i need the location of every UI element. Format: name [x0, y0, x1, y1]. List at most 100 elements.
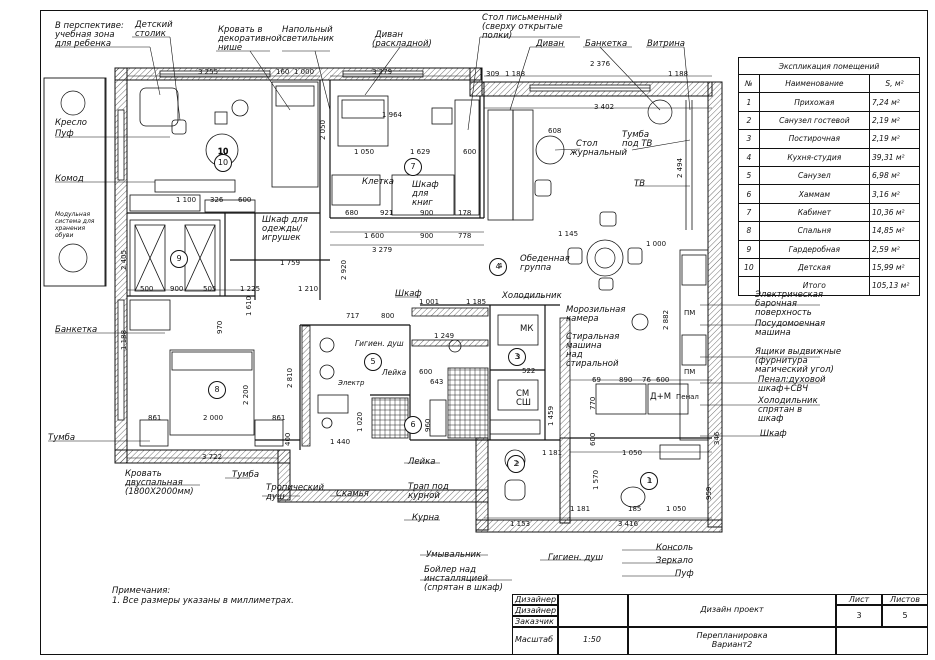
label-bench-left: Банкетка [55, 325, 98, 335]
svg-text:10: 10 [218, 147, 228, 156]
label-tv-stand-2: под ТВ [622, 139, 653, 149]
room-number: 10 [214, 154, 232, 172]
dimension: 900 [420, 209, 434, 217]
col-name-header: Наименование [758, 73, 871, 94]
explication-caption: Экспликация помещений [738, 57, 920, 75]
dimension: 1 225 [240, 285, 261, 293]
dimension: 861 [272, 414, 286, 422]
dimension-vertical: 2 494 [676, 157, 684, 178]
dimension: 680 [345, 209, 359, 217]
label-fridge-hidden-2: спрятан в [758, 405, 803, 415]
label-bed-double-3: (1800Х2000мм) [125, 487, 194, 497]
dimension: 600 [463, 148, 477, 156]
dimension: 643 [430, 378, 444, 386]
label-tropical-shower: Тропический [266, 483, 324, 493]
dimension: 1 [648, 477, 653, 485]
dimension: 600 [238, 196, 252, 204]
label-sh: СШ [516, 398, 532, 408]
dimension-vertical: 2 882 [662, 309, 670, 330]
scale-label: Масштаб [512, 627, 558, 655]
label-floor-lamp: Напольный [282, 25, 333, 35]
dimension: 309 [486, 70, 500, 78]
dimension: 1 145 [558, 230, 579, 238]
label-dining-group-2: группа [520, 263, 552, 273]
label-drawers-2: (фурнитура [755, 356, 808, 366]
label-bed-double-2: двуспальная [125, 478, 183, 488]
label-dm: Д+М [650, 392, 672, 402]
dimension: 160 [276, 68, 290, 76]
label-hyg-shower-bottom: Гигиен. душ [548, 553, 604, 563]
label-dishwasher-2: машина [755, 328, 791, 338]
customer-label: Заказчик [512, 616, 558, 627]
label-cage: Клетка [362, 177, 394, 187]
dimension: 3 402 [594, 103, 615, 111]
dimension-vertical: 2 920 [340, 259, 348, 280]
label-mw: ПМ [684, 309, 696, 317]
empty-cell [836, 627, 928, 655]
dimension-vertical: 770 [589, 396, 597, 410]
dimension-vertical: 1 459 [547, 405, 555, 426]
dimension: 1 000 [294, 68, 315, 76]
notes: Примечания: 1. Все размеры указаны в мил… [112, 586, 294, 606]
drawing-title-cell: Перепланировка Вариант2 [628, 627, 836, 655]
label-sink: Лейка [382, 368, 407, 377]
label-electric-bar-2: барочная [755, 299, 797, 309]
dimension: 1 181 [542, 449, 563, 457]
label-boiler-2: инсталляцией [424, 574, 488, 584]
label-penal: Пенал [676, 393, 699, 401]
label-bookcase-3: книг [412, 198, 433, 208]
dimension: 76 [642, 376, 651, 384]
label-shower-drain-2: курной [408, 491, 440, 501]
dimension: 505 [203, 285, 217, 293]
scale-value: 1:50 [558, 627, 628, 655]
dimension-vertical: 1 570 [592, 469, 600, 490]
label-sofa-fold-2: (раскладной) [372, 39, 432, 49]
label-nightstand: Тумба [232, 470, 260, 480]
room-number: 9 [170, 250, 188, 268]
label-bench-top: Банкетка [585, 39, 628, 49]
dimension: 3 255 [198, 68, 219, 76]
dimension: 3 279 [372, 68, 393, 76]
dimension: 500 [140, 285, 154, 293]
dimension: 1 050 [354, 148, 375, 156]
label-pouf-bottom: Пуф [675, 569, 694, 579]
label-washer-3: над [566, 350, 583, 360]
label-sofa-fold: Диван [375, 30, 403, 40]
label-mk: МК [520, 324, 534, 334]
label-electric-bar-3: поверхность [755, 308, 812, 318]
sheets-label: Листов [882, 594, 928, 605]
label-wardrobe-toys-2: одежды/ [262, 224, 302, 234]
label-bed-double: Кровать [125, 469, 162, 479]
dimension: 800 [381, 312, 395, 320]
label-perspective: В перспективе: [55, 21, 124, 31]
label-freezer: Морозильная [566, 305, 626, 315]
label-drawers: Ящики выдвижные [755, 347, 842, 357]
label-modular-2: система для [55, 218, 95, 225]
label-coffee-table: Стол [576, 139, 598, 149]
dimension: 890 [619, 376, 633, 384]
dimension: 1 001 [419, 298, 440, 306]
dimension: 1 188 [668, 70, 689, 78]
label-nightstand-left: Тумба [48, 433, 76, 443]
label-shower-drain: Трап под [408, 482, 449, 492]
room-number: 4 [489, 258, 507, 276]
notes-line: 1. Все размеры указаны в миллиметрах. [112, 596, 294, 606]
label-dresser: Комод [55, 174, 84, 184]
dimension: 2 376 [590, 60, 611, 68]
dimension-vertical: 2 050 [319, 119, 327, 140]
windows [117, 70, 651, 421]
drawing-variant: Вариант2 [711, 640, 753, 649]
label-boiler-3: (спрятан в шкаф) [424, 583, 503, 593]
label-boiler: Бойлер над [424, 565, 476, 575]
designer-label-1: Дизайнер [512, 594, 558, 605]
dimension: 326 [210, 196, 224, 204]
dimension-vertical: 1 188 [120, 329, 128, 350]
project-title: Дизайн проект [628, 594, 836, 627]
